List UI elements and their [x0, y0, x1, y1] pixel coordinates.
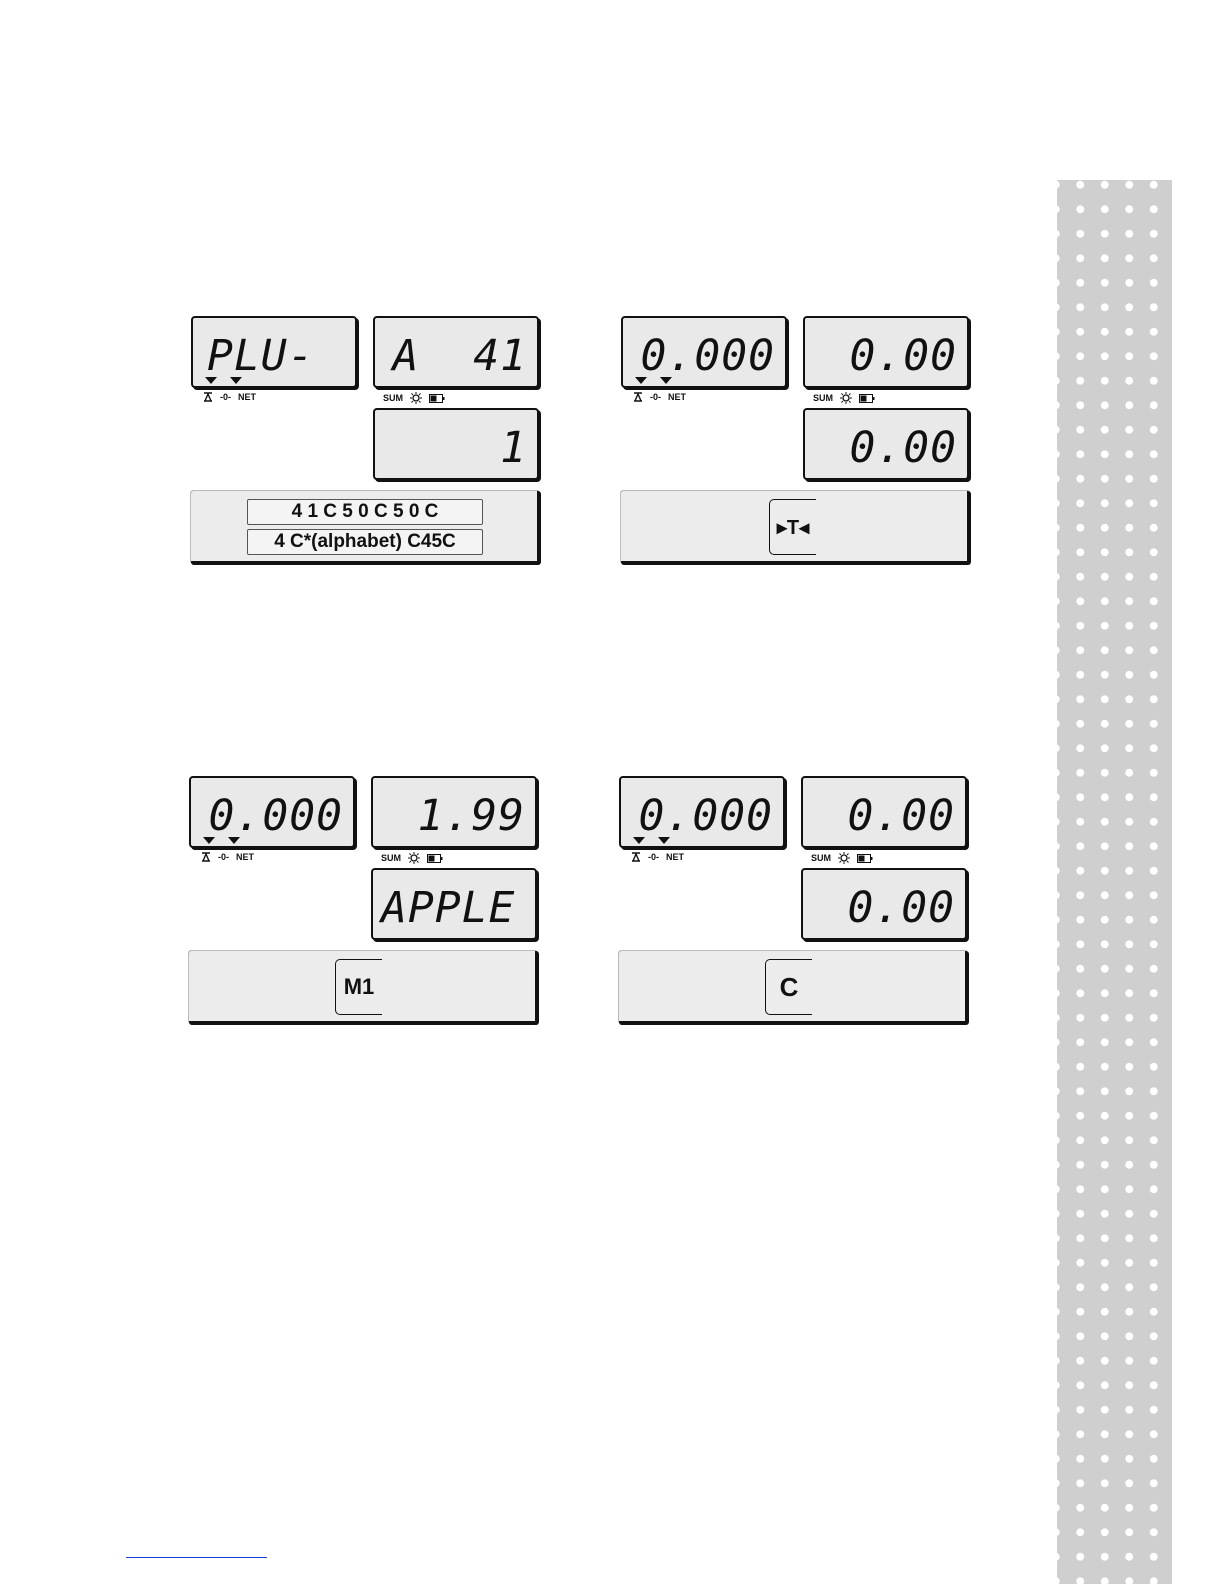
sum-label: SUM — [383, 393, 403, 403]
stable-icon — [633, 392, 643, 402]
stable-icon — [203, 392, 213, 402]
zero-indicator-icon — [228, 837, 240, 844]
dotted-sidebar — [1057, 180, 1172, 1584]
total-price-display: 1 — [373, 408, 539, 480]
weight-display: PLU- 1 — [191, 316, 357, 388]
unit-price-display: A 41 — [373, 316, 539, 388]
clear-key[interactable]: C — [765, 959, 812, 1015]
total-price-display: 0.00 — [803, 408, 969, 480]
net-label: NET — [666, 852, 684, 862]
footnote-rule — [126, 1557, 267, 1558]
weight-display: 0.000 — [619, 776, 785, 848]
sum-label: SUM — [811, 853, 831, 863]
net-label: NET — [668, 392, 686, 402]
price-indicators: SUM — [381, 852, 443, 864]
zero-label: -0- — [650, 392, 661, 402]
weight-indicators: -0- NET — [631, 852, 684, 862]
zero-indicator-icon — [660, 377, 672, 384]
stable-icon — [631, 852, 641, 862]
battery-icon — [429, 394, 445, 403]
zero-label: -0- — [220, 392, 231, 402]
panel-clear: 0.000 -0- NET 0.00 SUM 0.00 C — [619, 776, 979, 1036]
sum-label: SUM — [381, 853, 401, 863]
sun-icon — [408, 852, 420, 864]
weight-display: 0.000 — [189, 776, 355, 848]
net-label: NET — [236, 852, 254, 862]
panel-tare: 0.000 -0- NET 0.00 SUM 0.00 ▸T◂ — [621, 316, 981, 576]
key-sequence-line-1: 4 1 C 5 0 C 5 0 C — [247, 499, 483, 525]
zero-label: -0- — [648, 852, 659, 862]
key-bar: ▸T◂ — [621, 491, 971, 565]
key-sequence-line-2: 4 C*(alphabet) C45C — [247, 529, 483, 555]
stable-indicator-icon — [633, 837, 645, 844]
net-label: NET — [238, 392, 256, 402]
unit-price-value: 1.99 — [381, 794, 525, 838]
sum-label: SUM — [813, 393, 833, 403]
tare-key[interactable]: ▸T◂ — [769, 499, 816, 555]
stable-indicator-icon — [203, 837, 215, 844]
price-indicators: SUM — [383, 392, 445, 404]
weight-display: 0.000 — [621, 316, 787, 388]
stable-icon — [201, 852, 211, 862]
unit-price-display: 0.00 — [803, 316, 969, 388]
stable-indicator-icon — [635, 377, 647, 384]
unit-price-display: 0.00 — [801, 776, 967, 848]
total-price-display: APPLE — [371, 868, 537, 940]
m1-key[interactable]: M1 — [335, 959, 382, 1015]
weight-value: PLU- 1 — [207, 334, 345, 378]
key-bar: M1 — [189, 951, 539, 1025]
price-indicators: SUM — [813, 392, 875, 404]
key-bar: C — [619, 951, 969, 1025]
unit-price-value: A 41 — [383, 334, 527, 378]
battery-icon — [427, 854, 443, 863]
unit-price-value: 0.00 — [813, 334, 957, 378]
weight-indicators: -0- NET — [203, 392, 256, 402]
panel-plu-entry: PLU- 1 -0- NET A 41 SUM 1 4 1 C 5 0 C 5 … — [191, 316, 551, 576]
weight-value: 0.000 — [629, 794, 773, 838]
total-price-value: APPLE — [381, 886, 525, 930]
stable-indicator-icon — [205, 377, 217, 384]
unit-price-display: 1.99 — [371, 776, 537, 848]
total-price-value: 0.00 — [813, 426, 957, 470]
sun-icon — [838, 852, 850, 864]
sun-icon — [410, 392, 422, 404]
price-indicators: SUM — [811, 852, 873, 864]
panel-memory: 0.000 -0- NET 1.99 SUM APPLE M1 — [189, 776, 549, 1036]
zero-indicator-icon — [230, 377, 242, 384]
zero-label: -0- — [218, 852, 229, 862]
battery-icon — [859, 394, 875, 403]
battery-icon — [857, 854, 873, 863]
unit-price-value: 0.00 — [811, 794, 955, 838]
key-sequence-bar: 4 1 C 5 0 C 5 0 C 4 C*(alphabet) C45C — [191, 491, 541, 565]
total-price-value: 1 — [383, 426, 527, 470]
weight-indicators: -0- NET — [201, 852, 254, 862]
weight-indicators: -0- NET — [633, 392, 686, 402]
total-price-value: 0.00 — [811, 886, 955, 930]
zero-indicator-icon — [658, 837, 670, 844]
sun-icon — [840, 392, 852, 404]
total-price-display: 0.00 — [801, 868, 967, 940]
weight-value: 0.000 — [199, 794, 343, 838]
weight-value: 0.000 — [631, 334, 775, 378]
